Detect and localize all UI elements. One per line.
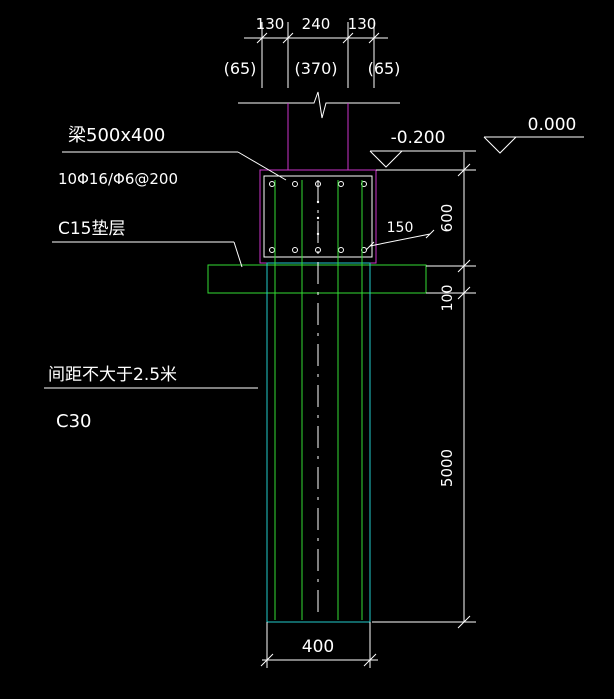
- dim-pile-length-value: 5000: [438, 449, 456, 487]
- rebar-label: 10Φ16/Φ6@200: [58, 170, 178, 188]
- level-marker-ground: [483, 136, 584, 154]
- concrete-grade-label: C30: [56, 411, 91, 432]
- dim-tick: [256, 32, 268, 44]
- level-beam-top-value: -0.200: [391, 128, 446, 148]
- bottom-dimension-group: [260, 622, 378, 668]
- cushion-layer: [207, 264, 427, 294]
- level-marker-beam-top: [369, 150, 476, 171]
- dim-right-value: 130: [348, 15, 377, 33]
- dim-tick: [282, 32, 294, 44]
- dim-left-value: 130: [256, 15, 285, 33]
- dim-right-paren: (65): [368, 59, 401, 78]
- dim-middle-paren: (370): [294, 59, 337, 78]
- dim-left-paren: (65): [224, 59, 257, 78]
- rebar-bar: [269, 247, 275, 253]
- top-dimension-group: [244, 22, 388, 88]
- dim-pile-width-value: 400: [302, 637, 334, 657]
- rebar-bar: [292, 181, 298, 187]
- cover-tick: [365, 241, 375, 251]
- dim-beam-height-value: 600: [438, 204, 456, 233]
- cover-value: 150: [387, 220, 414, 236]
- dim-tick: [342, 32, 354, 44]
- rebar-bar: [338, 247, 344, 253]
- stirrup: [263, 175, 373, 258]
- pile-longitudinal-bars: [274, 180, 363, 620]
- dim-cushion-height-value: 100: [440, 285, 456, 312]
- cushion-leader-arrow: [233, 241, 243, 268]
- dim-tick: [368, 32, 380, 44]
- beam-leader-arrow: [237, 151, 287, 181]
- rebar-bar: [292, 247, 298, 253]
- spacing-label: 间距不大于2.5米: [48, 365, 177, 385]
- beam-label: 梁500x400: [68, 125, 165, 146]
- level-ground-value: 0.000: [528, 115, 577, 135]
- dim-middle-value: 240: [302, 15, 331, 33]
- cover-leader-line: [369, 233, 431, 247]
- wall-outline: [287, 103, 349, 170]
- cover-tick: [425, 229, 435, 239]
- rebar-bar: [338, 181, 344, 187]
- cushion-label: C15垫层: [58, 219, 126, 239]
- wall-break-line: [238, 91, 400, 119]
- rebar-bar: [269, 181, 275, 187]
- right-dimension-group: [372, 152, 476, 629]
